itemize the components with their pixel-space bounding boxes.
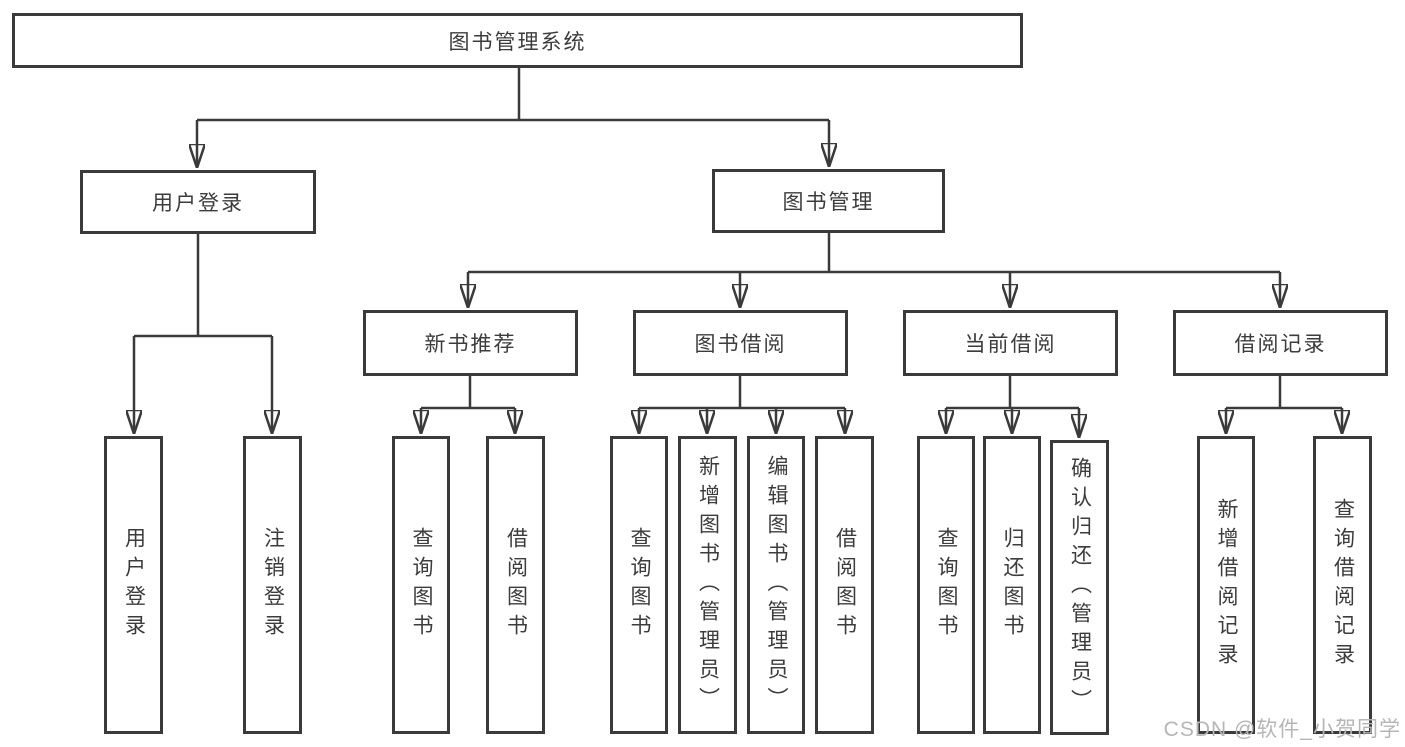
- connector-current-borrow: [946, 376, 1079, 436]
- node-current-borrow: 当前借阅: [903, 310, 1118, 376]
- connector-borrow-records: [1226, 376, 1342, 432]
- node-op-query-borrow-record: 查询借阅记录: [1313, 436, 1372, 734]
- node-op-add-borrow-record: 新增借阅记录: [1197, 436, 1255, 734]
- node-op-confirm-return-admin: 确认归还（管理员）: [1050, 440, 1109, 735]
- node-op-return-books: 归还图书: [983, 436, 1041, 734]
- connector-book-management: [468, 233, 1280, 306]
- node-user-login: 用户登录: [80, 170, 316, 234]
- node-op-logout: 注销登录: [243, 436, 302, 734]
- csdn-watermark: CSDN @软件_小贺同学: [1163, 718, 1401, 741]
- node-op-add-books-admin: 新增图书（管理员）: [678, 436, 737, 734]
- node-new-book-recommend: 新书推荐: [363, 310, 578, 376]
- connector-root: [197, 68, 829, 166]
- node-op-query-books-recommend: 查询图书: [392, 436, 450, 734]
- node-borrow-records: 借阅记录: [1173, 310, 1388, 376]
- node-book-borrow: 图书借阅: [633, 310, 848, 376]
- node-op-query-books-borrow: 查询图书: [610, 436, 668, 734]
- node-op-user-login: 用户登录: [104, 436, 163, 734]
- node-book-management: 图书管理: [712, 169, 945, 233]
- node-root: 图书管理系统: [12, 13, 1023, 68]
- connector-new-book-recommend: [421, 376, 515, 432]
- node-op-query-books-current: 查询图书: [917, 436, 975, 734]
- node-op-edit-books-admin: 编辑图书（管理员）: [747, 436, 805, 734]
- node-op-borrow-books: 借阅图书: [815, 436, 874, 734]
- node-op-borrow-books-recommend: 借阅图书: [486, 436, 545, 734]
- connector-book-borrow: [639, 376, 845, 432]
- connector-user-login: [134, 234, 272, 432]
